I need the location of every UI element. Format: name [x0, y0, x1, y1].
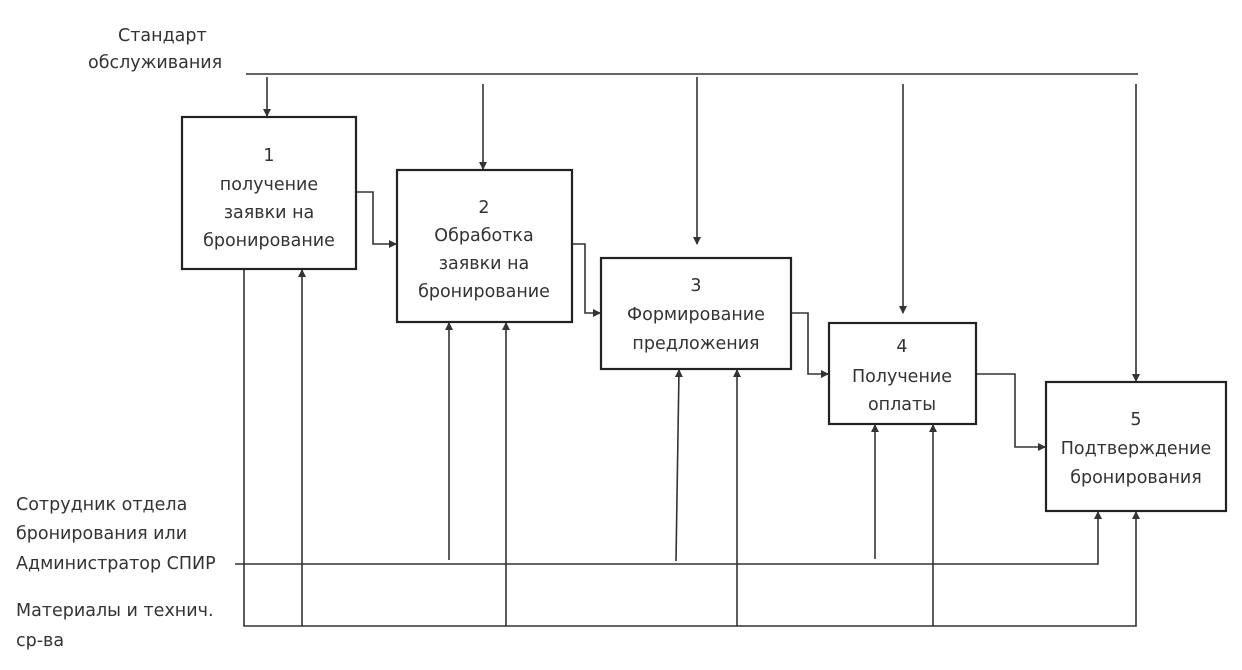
box-number: 2 [478, 198, 489, 218]
control-arrows [246, 73, 1140, 382]
process-box-4: 4 Получение оплаты [827, 321, 978, 426]
materials-label-line2: ср-ва [16, 631, 64, 651]
staff-label-line2: бронирования или [16, 524, 187, 544]
process-box-5: 5 Подтверждение бронирования [1044, 380, 1228, 513]
box-label: бронирования [1070, 468, 1202, 488]
box-label: предложения [632, 334, 759, 354]
box-label: заявки на [224, 203, 315, 223]
process-box-1: 1 получение заявки на бронирование [180, 115, 358, 271]
box-number: 1 [263, 146, 274, 166]
output-arrows [356, 191, 1046, 451]
box-label: Подтверждение [1061, 439, 1212, 459]
control-label-line1: Стандарт [118, 26, 207, 46]
box-number: 3 [690, 276, 701, 296]
box-label: бронирование [203, 231, 335, 251]
control-label-line2: обслуживания [88, 53, 222, 73]
materials-label-line1: Материалы и технич. [16, 601, 214, 621]
box-label: бронирование [418, 282, 550, 302]
box-label: получение [220, 175, 318, 195]
box-number: 5 [1130, 410, 1141, 430]
staff-label-line1: Сотрудник отдела [16, 495, 187, 515]
box-label: Формирование [627, 305, 765, 325]
staff-label-line3: Администратор СПИР [16, 554, 216, 574]
box-label: Получение [852, 367, 952, 387]
box-label: Обработка [434, 226, 533, 246]
process-box-3: 3 Формирование предложения [599, 256, 793, 371]
process-box-2: 2 Обработка заявки на бронирование [395, 168, 574, 324]
box-number: 4 [896, 337, 907, 357]
box-label: заявки на [439, 254, 530, 274]
materials-mechanism-arrows [243, 269, 1140, 627]
box-label: оплаты [868, 395, 936, 415]
staff-mechanism-arrows [235, 322, 1102, 565]
